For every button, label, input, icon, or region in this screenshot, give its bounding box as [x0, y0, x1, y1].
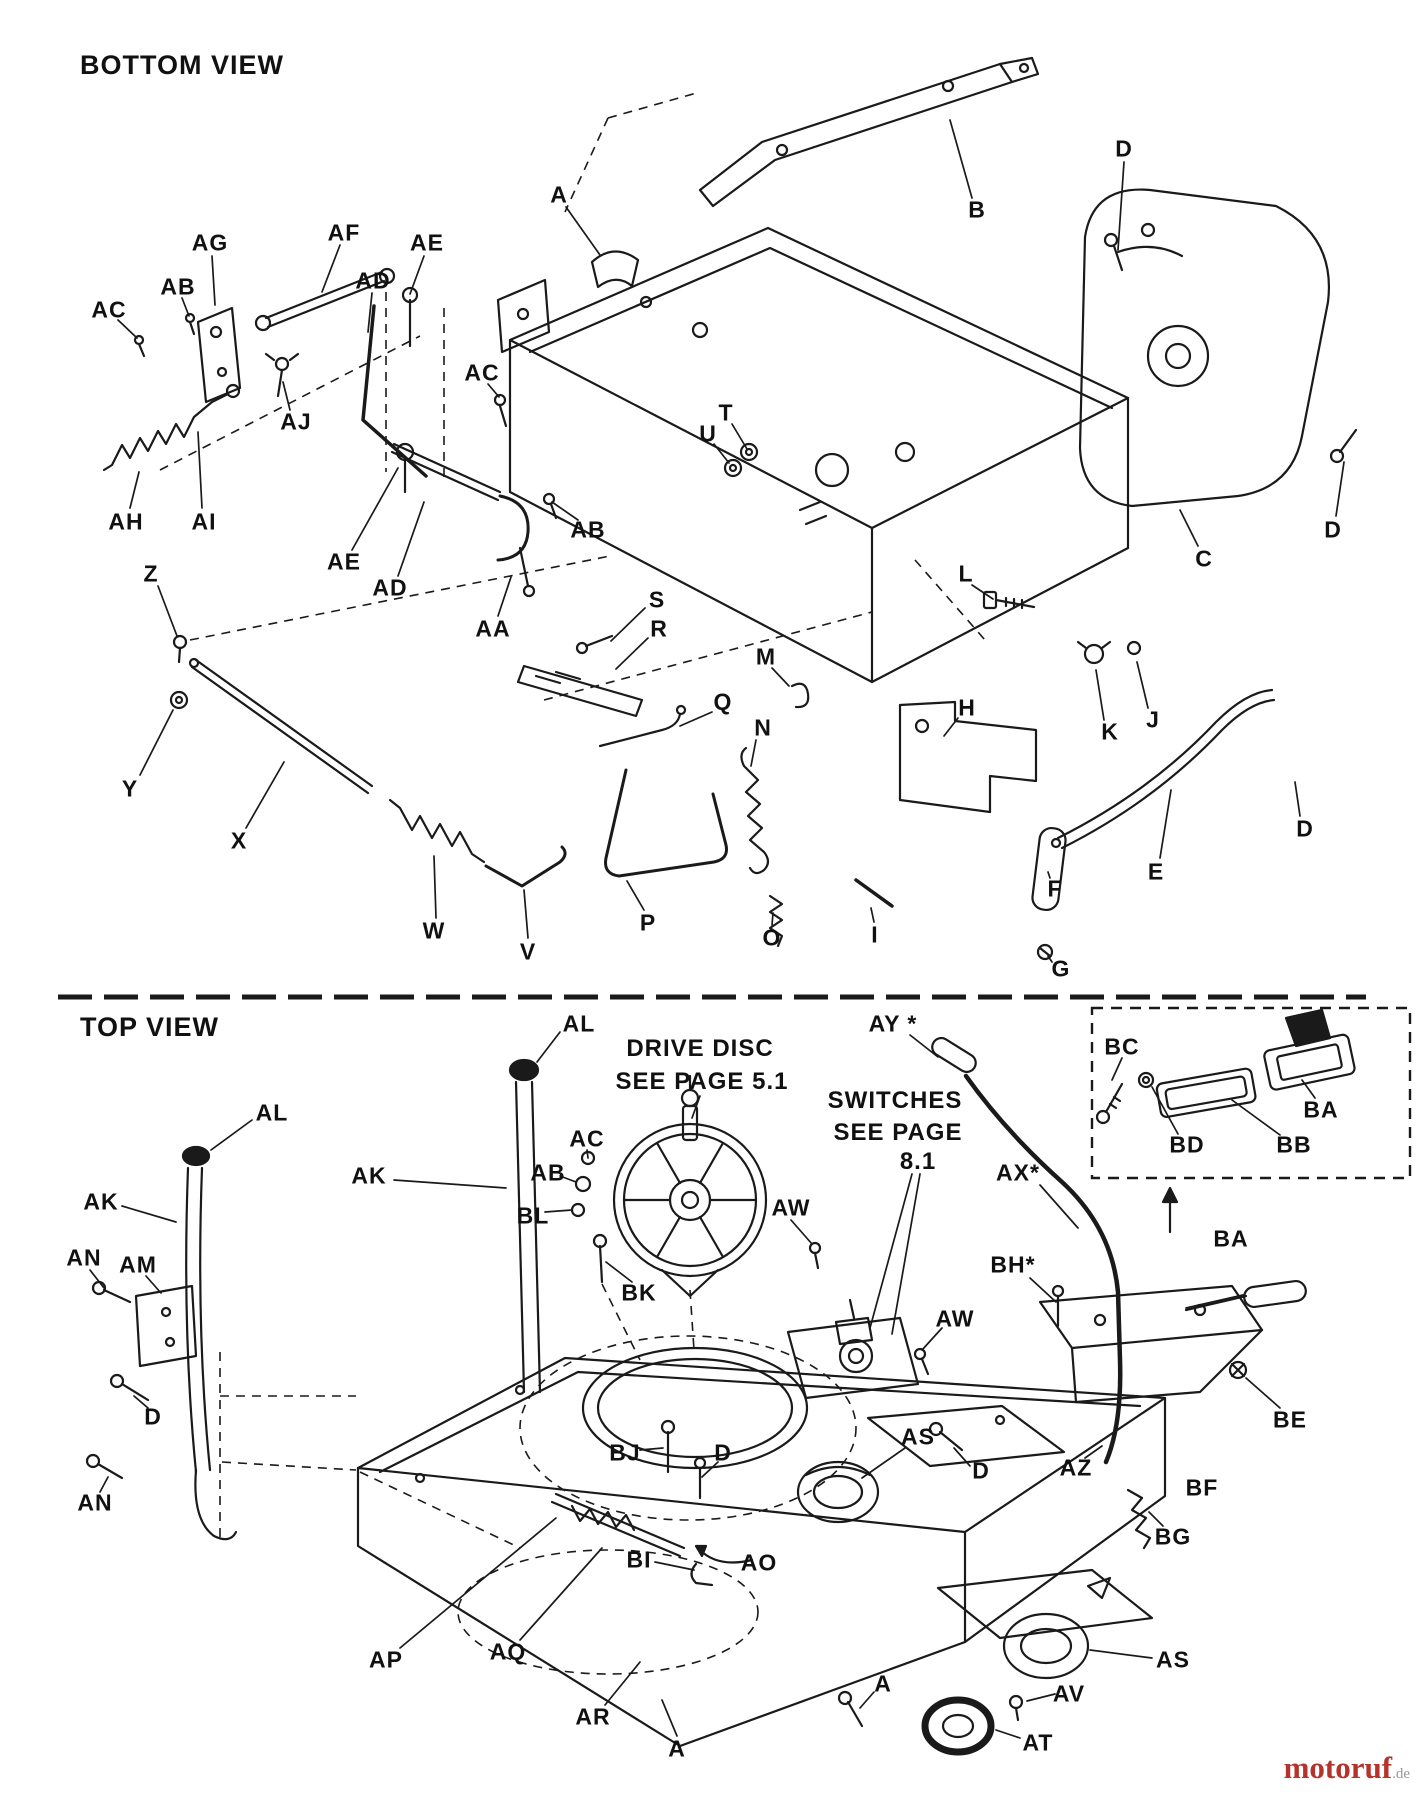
part-label-bc: BC	[1104, 1033, 1140, 1060]
drive-disc-note-line1: DRIVE DISC	[626, 1035, 774, 1062]
part-label-an: AN	[66, 1244, 102, 1271]
part-label-d: D	[714, 1439, 732, 1466]
part-label-bi: BI	[626, 1546, 652, 1573]
part-label-d: D	[1324, 516, 1342, 543]
part-label-ax: AX*	[996, 1159, 1040, 1186]
part-label-r: R	[650, 615, 668, 642]
part-label-am: AM	[119, 1251, 157, 1278]
part-label-an: AN	[77, 1489, 113, 1516]
part-label-y: Y	[121, 775, 139, 802]
part-label-aj: AJ	[280, 408, 312, 435]
part-label-s: S	[648, 586, 666, 613]
bottom-view-title: BOTTOM VIEW	[80, 50, 284, 80]
part-label-m: M	[755, 643, 777, 670]
part-label-a: A	[668, 1735, 686, 1762]
part-label-at: AT	[1022, 1729, 1054, 1756]
part-label-v: V	[519, 938, 537, 965]
part-label-o: O	[762, 924, 782, 951]
part-label-ai: AI	[191, 508, 217, 535]
part-label-ao: AO	[740, 1549, 778, 1576]
part-label-az: AZ	[1059, 1454, 1093, 1481]
part-label-bk: BK	[621, 1279, 657, 1306]
part-label-c: C	[1195, 545, 1213, 572]
part-label-l: L	[958, 560, 974, 587]
part-label-ac: AC	[569, 1125, 605, 1152]
part-label-g: G	[1051, 955, 1071, 982]
part-label-al: AL	[255, 1099, 289, 1126]
part-label-ae: AE	[327, 548, 361, 575]
part-label-bj: BJ	[609, 1439, 641, 1466]
part-label-p: P	[639, 909, 657, 936]
part-label-ba: BA	[1303, 1096, 1339, 1123]
watermark-suffix: .de	[1392, 1766, 1410, 1782]
part-label-ap: AP	[369, 1646, 403, 1673]
part-label-d: D	[1296, 815, 1314, 842]
part-label-bb: BB	[1276, 1131, 1312, 1158]
top-view-title: TOP VIEW	[80, 1012, 220, 1042]
part-label-a: A	[874, 1670, 892, 1697]
bottom-view-drawing	[102, 56, 1358, 961]
part-label-bh: BH*	[990, 1251, 1036, 1278]
part-label-av: AV	[1052, 1680, 1086, 1707]
part-label-as: AS	[1156, 1646, 1190, 1673]
part-label-d: D	[144, 1403, 162, 1430]
part-label-f: F	[1047, 875, 1063, 902]
switches-note-line3: 8.1	[899, 1148, 937, 1175]
part-label-ab: AB	[530, 1159, 566, 1186]
part-label-aw: AW	[935, 1305, 975, 1332]
part-label-x: X	[230, 827, 248, 854]
part-label-q: Q	[713, 688, 733, 715]
part-label-aa: AA	[475, 615, 511, 642]
part-label-e: E	[1147, 858, 1165, 885]
leader-lines	[89, 119, 1345, 1739]
part-label-a: A	[550, 181, 568, 208]
part-label-d: D	[972, 1457, 990, 1484]
part-label-u: U	[699, 420, 717, 447]
part-label-as: AS	[901, 1423, 935, 1450]
part-label-bd: BD	[1169, 1131, 1205, 1158]
watermark: motoruf.de	[1284, 1750, 1410, 1786]
part-label-af: AF	[327, 219, 361, 246]
switches-note-line1: SWITCHES	[827, 1087, 963, 1114]
part-label-n: N	[754, 714, 772, 741]
watermark-brand: motoruf	[1283, 1750, 1393, 1785]
part-label-aq: AQ	[489, 1638, 527, 1665]
part-label-ak: AK	[351, 1162, 387, 1189]
part-label-ba: BA	[1213, 1225, 1249, 1252]
part-label-ac: AC	[464, 359, 500, 386]
part-label-bf: BF	[1185, 1474, 1219, 1501]
part-label-ac: AC	[91, 296, 127, 323]
part-label-h: H	[958, 694, 976, 721]
part-label-ay: AY *	[868, 1010, 918, 1037]
part-label-ad: AD	[355, 267, 391, 294]
part-label-z: Z	[143, 560, 159, 587]
part-label-b: B	[968, 196, 986, 223]
part-label-bl: BL	[516, 1202, 550, 1229]
switches-note-line2: SEE PAGE	[833, 1119, 963, 1146]
part-label-w: W	[422, 917, 446, 944]
part-label-al: AL	[562, 1010, 596, 1037]
part-label-be: BE	[1273, 1406, 1307, 1433]
part-label-k: K	[1101, 718, 1119, 745]
part-label-ak: AK	[83, 1188, 119, 1215]
part-label-ae: AE	[410, 229, 444, 256]
part-label-aw: AW	[771, 1194, 811, 1221]
part-label-j: J	[1146, 706, 1160, 733]
part-label-d: D	[1115, 135, 1133, 162]
construction-lines	[159, 91, 1412, 1675]
top-view-drawing	[85, 1008, 1356, 1756]
part-label-ab: AB	[160, 273, 196, 300]
part-label-ad: AD	[372, 574, 408, 601]
part-label-bg: BG	[1154, 1523, 1192, 1550]
part-label-ag: AG	[191, 229, 229, 256]
drive-disc-note-line2: SEE PAGE 5.1	[615, 1068, 789, 1095]
part-label-ar: AR	[575, 1703, 611, 1730]
part-label-i: I	[871, 921, 879, 948]
part-label-ah: AH	[108, 508, 144, 535]
part-label-t: T	[718, 399, 734, 426]
part-label-ab: AB	[570, 516, 606, 543]
